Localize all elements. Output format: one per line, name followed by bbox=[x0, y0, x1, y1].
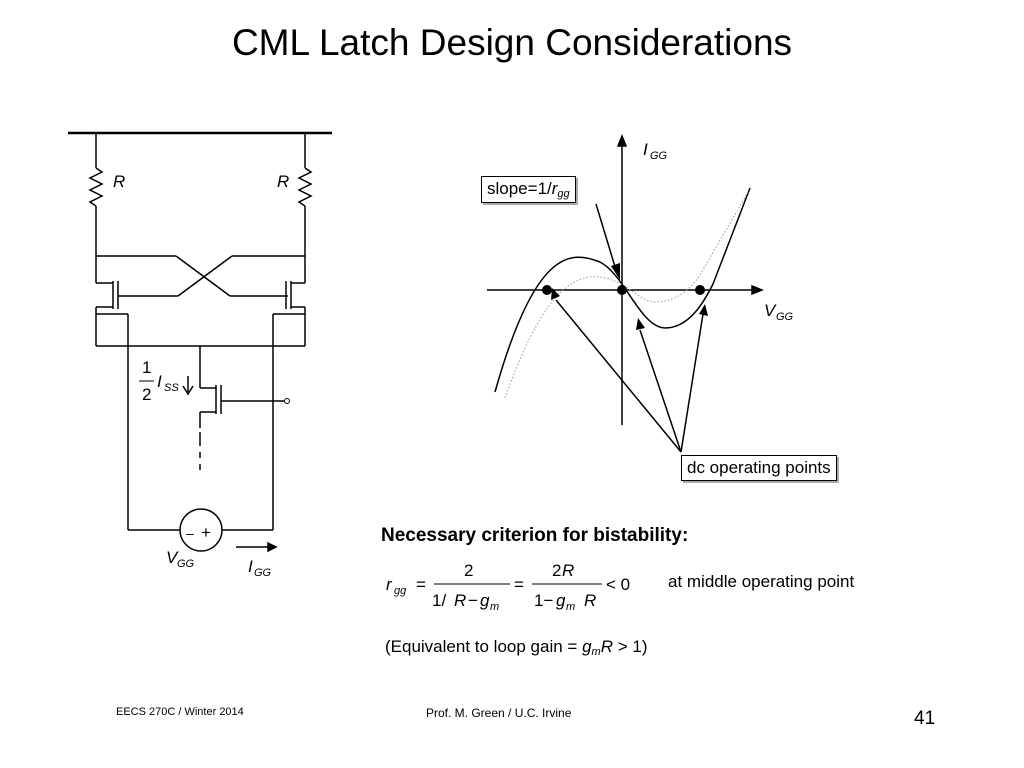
svg-text:1−: 1− bbox=[534, 591, 553, 610]
author-footer: Prof. M. Green / U.C. Irvine bbox=[426, 706, 572, 720]
svg-text:2: 2 bbox=[552, 561, 561, 580]
slope-callout: slope=1/rgg bbox=[481, 176, 576, 203]
iss-subscript: SS bbox=[164, 382, 179, 394]
dc-operating-points-callout: dc operating points bbox=[681, 455, 837, 481]
svg-text:1/: 1/ bbox=[432, 591, 446, 610]
svg-text:R: R bbox=[584, 591, 596, 610]
vgg-subscript: GG bbox=[177, 558, 195, 570]
slide-number: 41 bbox=[914, 708, 936, 729]
voltage-source bbox=[179, 508, 223, 552]
iss-label: I bbox=[157, 372, 162, 391]
operating-point-right bbox=[695, 285, 705, 295]
bistability-equation: r gg = 2 1/ R − g m = 2 R 1− g m R < 0 bbox=[386, 561, 630, 613]
resistor-left bbox=[88, 167, 104, 207]
svg-text:=: = bbox=[416, 575, 426, 594]
criterion-heading: Necessary criterion for bistability: bbox=[381, 525, 689, 546]
iv-curve bbox=[494, 187, 751, 393]
r-right-label: R bbox=[277, 172, 289, 191]
svg-text:R: R bbox=[454, 591, 466, 610]
operating-point-left bbox=[542, 285, 552, 295]
x-axis-label: V bbox=[764, 301, 777, 320]
igg-subscript: GG bbox=[254, 567, 272, 579]
svg-text:m: m bbox=[566, 601, 575, 613]
iss-denominator: 2 bbox=[142, 385, 151, 404]
vgg-label: V bbox=[166, 548, 179, 567]
resistor-right bbox=[297, 167, 313, 207]
svg-text:m: m bbox=[490, 601, 499, 613]
y-axis-subscript: GG bbox=[650, 150, 668, 162]
svg-text:r: r bbox=[386, 575, 393, 594]
criterion-note: at middle operating point bbox=[668, 572, 855, 591]
igg-label: I bbox=[248, 557, 253, 576]
svg-text:g: g bbox=[480, 591, 490, 610]
svg-text:gg: gg bbox=[394, 585, 407, 597]
x-axis-subscript: GG bbox=[776, 311, 794, 323]
svg-text:2: 2 bbox=[464, 561, 473, 580]
iss-numerator: 1 bbox=[142, 358, 151, 377]
svg-text:R: R bbox=[562, 561, 574, 580]
svg-text:−: − bbox=[468, 591, 478, 610]
operating-point-middle bbox=[617, 285, 627, 295]
course-footer: EECS 270C / Winter 2014 bbox=[116, 706, 244, 718]
svg-text:< 0: < 0 bbox=[606, 575, 630, 594]
source-plus: + bbox=[201, 523, 211, 542]
iv-curve-dotted bbox=[504, 191, 749, 399]
y-axis-label: I bbox=[643, 140, 648, 159]
svg-text:g: g bbox=[556, 591, 566, 610]
r-left-label: R bbox=[113, 172, 125, 191]
slide-title: CML Latch Design Considerations bbox=[231, 22, 793, 63]
loop-gain-note: (Equivalent to loop gain = gmR > 1) bbox=[385, 637, 648, 658]
svg-text:=: = bbox=[514, 575, 524, 594]
source-minus: – bbox=[186, 525, 194, 541]
